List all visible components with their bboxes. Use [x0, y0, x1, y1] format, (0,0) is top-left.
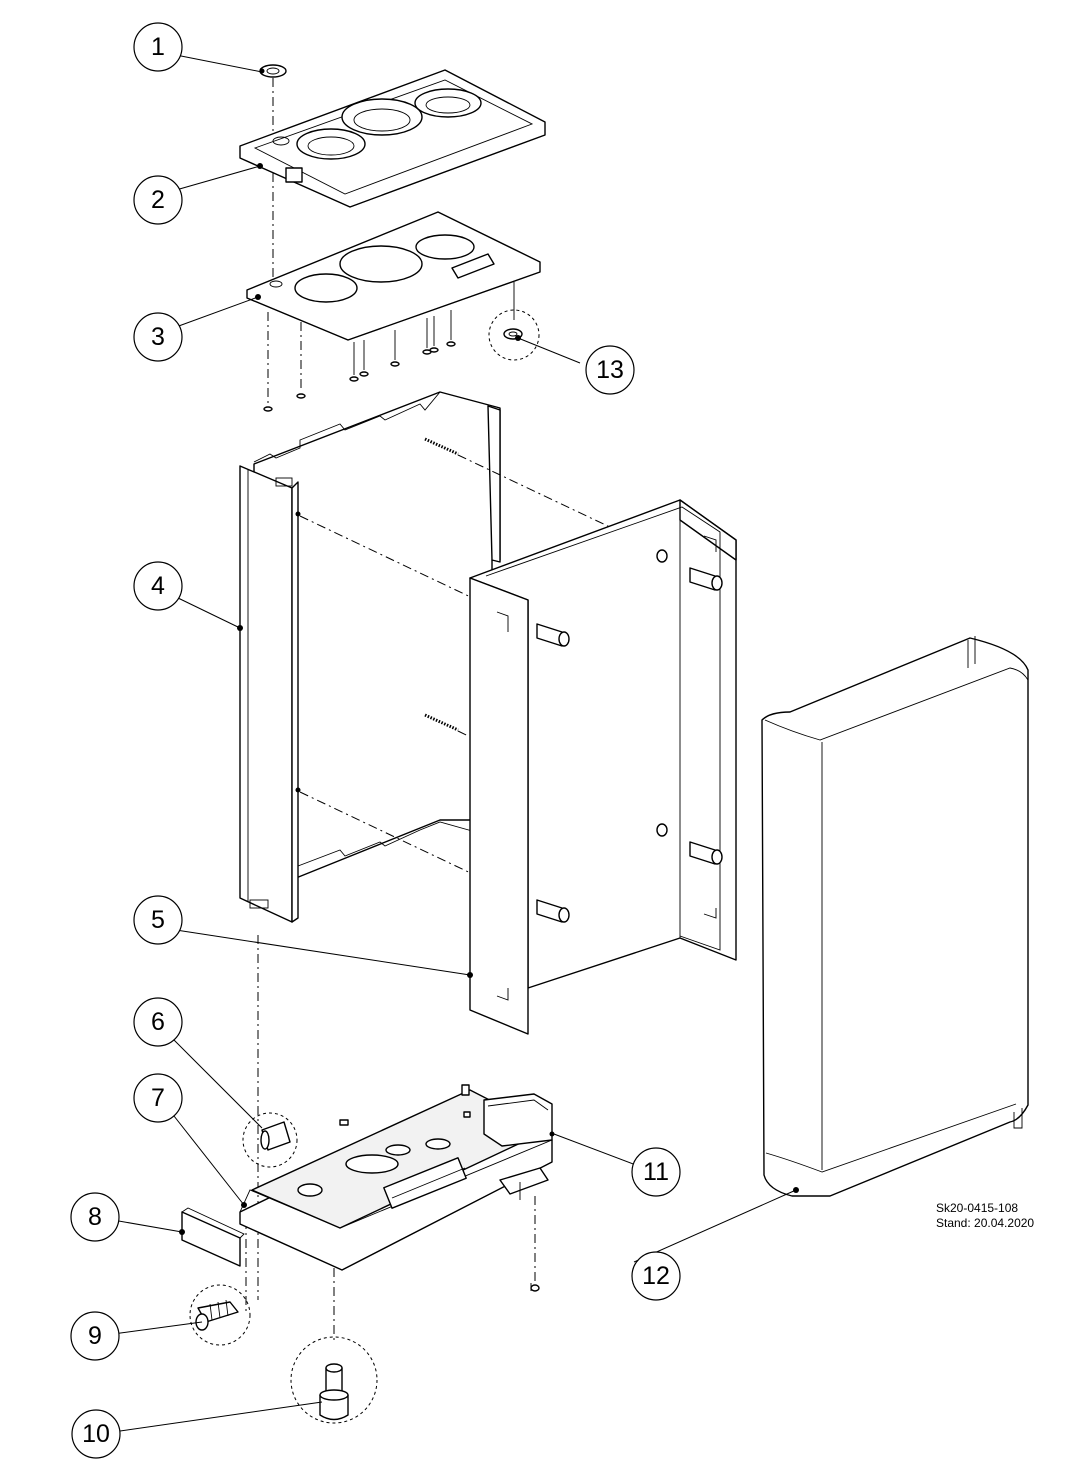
callout-10: 10 — [71, 1409, 121, 1459]
callout-8-label: 8 — [88, 1203, 102, 1231]
callout-13: 13 — [585, 345, 635, 395]
callout-12: 12 — [631, 1251, 681, 1301]
callout-7: 7 — [133, 1073, 183, 1123]
callout-1: 1 — [133, 22, 183, 72]
part-7-base-tray — [239, 1084, 553, 1292]
drawing-date: Stand: 20.04.2020 — [936, 1216, 1035, 1230]
part-12-outer-casing — [761, 636, 1029, 1197]
callout-6: 6 — [133, 997, 183, 1047]
drawing-id: Sk20-0415-108 — [936, 1201, 1019, 1215]
part-11-side-bracket — [483, 1093, 555, 1147]
part-4-rear-frame — [239, 391, 501, 923]
callout-9-label: 9 — [88, 1322, 102, 1350]
part-6-bush-detail — [242, 1112, 298, 1168]
part-2-top-cover — [239, 69, 546, 208]
callout-12-label: 12 — [642, 1262, 670, 1290]
part-3-top-plate — [246, 211, 541, 341]
callout-11-label: 11 — [643, 1158, 669, 1186]
callout-leaders — [112, 54, 799, 1433]
callout-3-label: 3 — [151, 323, 165, 351]
part-5-front-frame — [469, 499, 737, 1035]
callout-7-label: 7 — [151, 1084, 165, 1112]
drawing-info-block: Sk20-0415-108 Stand: 20.04.2020 — [936, 1201, 1034, 1231]
part-10-foot-detail — [290, 1268, 378, 1424]
callout-1-label: 1 — [151, 33, 165, 61]
top-plate-screws — [263, 310, 456, 412]
callout-4-label: 4 — [151, 572, 165, 600]
part-13-grommet-detail — [488, 282, 540, 361]
callout-11: 11 — [631, 1147, 681, 1197]
callout-5: 5 — [133, 895, 183, 945]
callout-6-label: 6 — [151, 1008, 165, 1036]
callout-10-label: 10 — [82, 1420, 110, 1448]
callout-5-label: 5 — [151, 906, 165, 934]
callout-4: 4 — [133, 561, 183, 611]
callout-9: 9 — [70, 1311, 120, 1361]
callout-8: 8 — [70, 1192, 120, 1242]
part-8-cover-clip — [181, 1207, 245, 1267]
callout-2-label: 2 — [151, 186, 165, 214]
part-9-screw-detail — [189, 1284, 251, 1346]
callout-2: 2 — [133, 175, 183, 225]
callout-3: 3 — [133, 312, 183, 362]
callout-13-label: 13 — [596, 356, 624, 384]
